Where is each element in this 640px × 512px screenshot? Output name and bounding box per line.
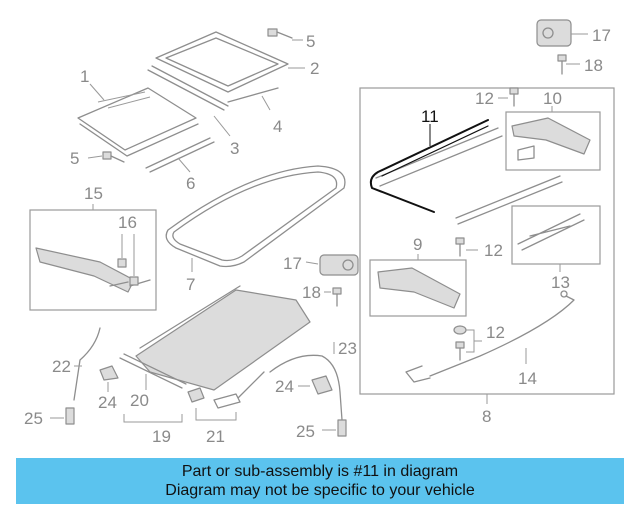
cable-end	[560, 290, 568, 298]
part-10-bracket	[511, 117, 591, 155]
banner-line-2: Diagram may not be specific to your vehi…	[165, 482, 475, 499]
clip-16a	[117, 258, 127, 268]
rail-upper	[375, 127, 503, 187]
part-14-cable	[405, 295, 575, 383]
callout-20: 20	[130, 391, 149, 410]
callout-5b: 5	[70, 149, 79, 168]
banner-line-1: Part or sub-assembly is #11 in diagram	[181, 463, 459, 480]
bolt-12-low	[453, 325, 467, 361]
callout-12c: 12	[486, 323, 505, 342]
callout-4: 4	[273, 117, 282, 136]
box-10	[505, 111, 601, 171]
callout-16: 16	[118, 213, 137, 232]
part-20-rail	[119, 353, 187, 389]
part-24-clip-left	[99, 365, 119, 381]
part-21-clip	[187, 387, 205, 403]
callout-6: 6	[186, 174, 195, 193]
leader-3	[213, 115, 231, 137]
part-11-highlighted	[369, 119, 489, 213]
callout-12a: 12	[475, 89, 494, 108]
callout-24a: 24	[275, 377, 294, 396]
part-25-nozzle-right	[337, 419, 347, 437]
motor-17-right	[536, 19, 572, 47]
callout-19: 19	[152, 427, 171, 446]
bolt-12-mid	[455, 237, 465, 257]
part-7-seal-inner	[172, 171, 338, 262]
leader-12c	[466, 329, 482, 353]
bolt-5-top	[267, 28, 293, 39]
callout-2: 2	[310, 59, 319, 78]
leader-1	[89, 83, 105, 101]
leader-6	[177, 157, 191, 173]
part-19-sunshade	[135, 289, 311, 391]
callout-15: 15	[84, 184, 103, 203]
part-6-strip	[145, 137, 215, 173]
callout-25b: 25	[24, 409, 43, 428]
leader-17b	[305, 261, 319, 265]
callout-14: 14	[518, 369, 537, 388]
part-2-frame	[155, 31, 289, 93]
rail-lower	[455, 175, 563, 225]
bolt-18-left	[332, 287, 342, 307]
callout-12b: 12	[484, 241, 503, 260]
callout-8: 8	[482, 407, 491, 426]
callout-22: 22	[52, 357, 71, 376]
part-25-nozzle-left	[65, 407, 75, 425]
leader-4	[261, 95, 271, 111]
part-1-glass-panel	[77, 87, 199, 157]
callout-17a: 17	[592, 26, 611, 45]
clip-16b	[129, 276, 139, 286]
callout-5a: 5	[306, 32, 315, 51]
leader-19	[123, 414, 183, 423]
box-13	[511, 205, 601, 265]
callout-9: 9	[413, 235, 422, 254]
part-4-strip	[227, 87, 279, 103]
bolt-18-right	[557, 54, 567, 75]
callout-21: 21	[206, 427, 225, 446]
callout-1: 1	[80, 67, 89, 86]
part-11-edge	[381, 125, 489, 177]
sunshade-edge	[139, 285, 241, 349]
part-15-deflector	[35, 247, 135, 293]
callout-25a: 25	[296, 422, 315, 441]
part-24-clip-right	[311, 375, 333, 395]
part-7-seal-ring	[165, 165, 346, 268]
callout-3: 3	[230, 139, 239, 158]
callout-7: 7	[186, 275, 195, 294]
callout-13: 13	[551, 273, 570, 292]
part-4-seal	[147, 65, 229, 111]
callout-10: 10	[543, 89, 562, 108]
leader-21	[195, 408, 237, 421]
info-banner: Part or sub-assembly is #11 in diagram D…	[16, 458, 624, 504]
part-21-guide	[213, 371, 265, 409]
leader-16	[121, 234, 135, 276]
parts-diagram: 1 2 4 3 5 5 6 7 15 16 1	[24, 19, 615, 446]
part-9-bracket	[377, 267, 461, 309]
callout-24b: 24	[98, 393, 117, 412]
callout-23: 23	[338, 339, 357, 358]
leader-5b	[87, 155, 103, 159]
callout-11: 11	[421, 107, 439, 126]
part-23-drain	[269, 354, 343, 421]
bolt-12-top	[509, 87, 519, 107]
callout-18a: 18	[584, 56, 603, 75]
callout-17b: 17	[283, 254, 302, 273]
part-10-clip	[517, 145, 535, 161]
part-13-links	[517, 213, 585, 251]
bolt-5-left	[102, 151, 125, 163]
motor-17-left	[319, 254, 359, 276]
part-22-drain	[73, 327, 101, 401]
callout-18b: 18	[302, 283, 321, 302]
